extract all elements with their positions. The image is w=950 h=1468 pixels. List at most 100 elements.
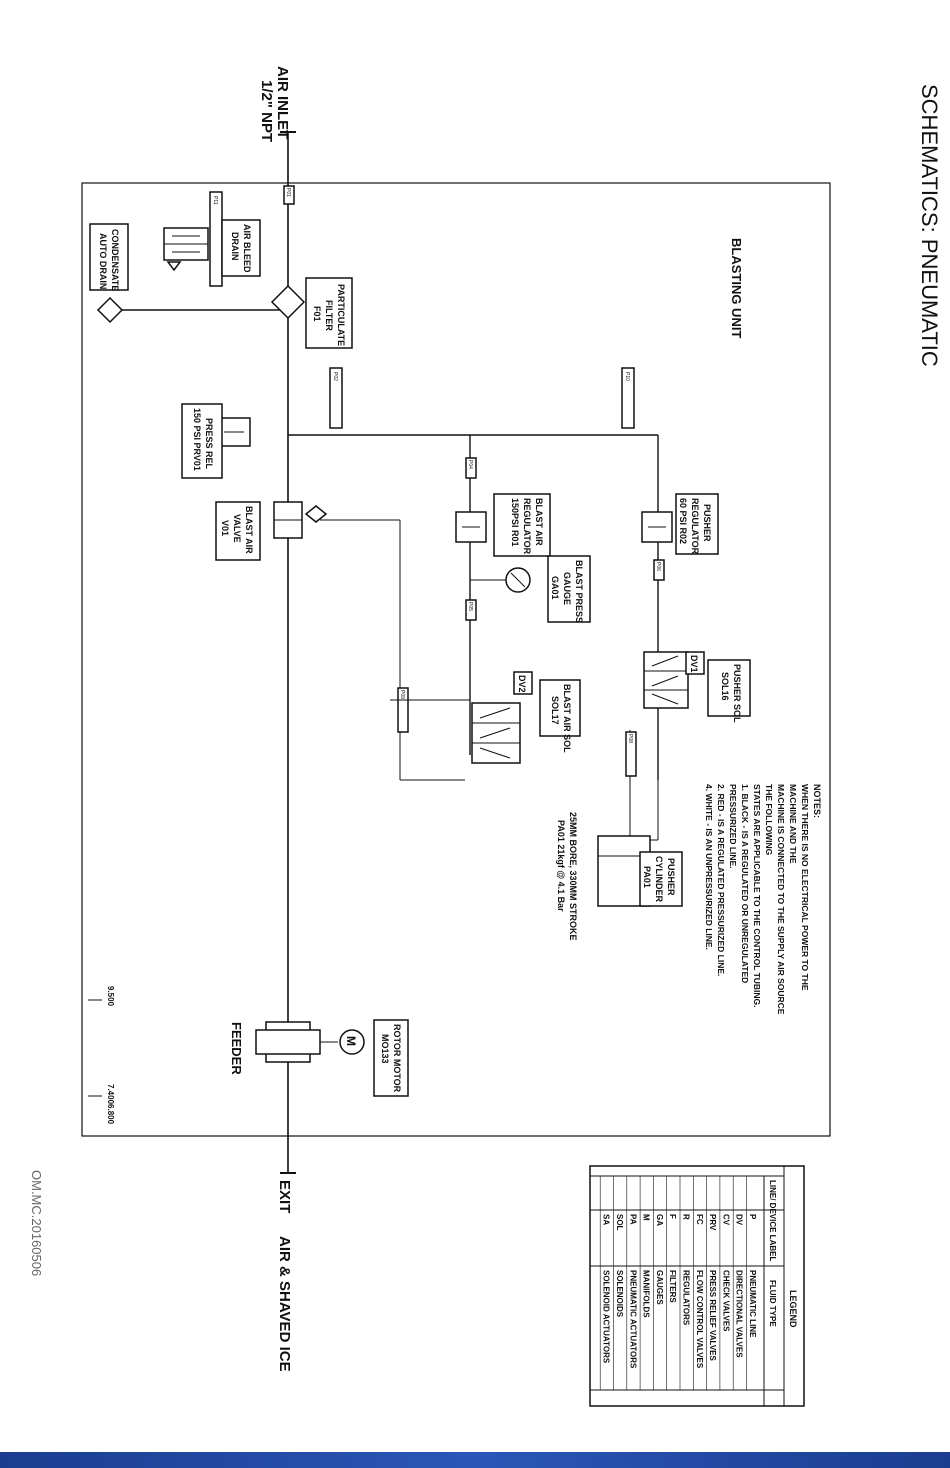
line-code-p08 [625, 731, 637, 777]
particulate-filter-symbol [270, 284, 306, 320]
footer-bar [0, 1452, 950, 1468]
note-line-2: MACHINE AND THE [788, 784, 798, 864]
cylinder-label-2: CYLINDER [654, 856, 664, 903]
pusher-sol-label-1: PUSHER SOL [732, 664, 742, 723]
filter-label-2: FILTER [324, 300, 334, 331]
line-code-p10 [621, 367, 635, 429]
cylinder-label-3: PA01 [642, 866, 652, 888]
note-line-7: PRESSURIZED LINE. [728, 784, 738, 869]
legend-row-desc: PNEUMATIC ACTUATORS [628, 1270, 637, 1369]
dv2-box [513, 671, 533, 695]
blast-reg-label-2: REGULATOR [522, 498, 532, 555]
pusher-cylinder-box [639, 851, 683, 907]
legend-row-code: M [642, 1214, 651, 1221]
condensate-drain-symbol [96, 296, 124, 324]
note-line-1: WHEN THERE IS NO ELECTRICAL POWER TO THE [800, 784, 810, 991]
gauge-label-3: GA01 [550, 576, 560, 600]
bleed-valve-arrows [172, 235, 200, 253]
press-rel-label-1: PRESS REL [204, 418, 214, 470]
blast-air-sol-box [539, 679, 581, 737]
line-code-p01-text: P01 [285, 188, 291, 197]
line-code-p10-text: P10 [624, 372, 630, 381]
dv1-label: DV1 [689, 655, 699, 673]
legend-row-desc: FILTERS [668, 1270, 677, 1303]
legend-row-desc: PNEUMATIC LINE [748, 1270, 757, 1338]
gauge-label-1: BLAST PRESS [574, 560, 584, 623]
line-code-p08-text: P08 [627, 734, 633, 743]
pusher-reg-label-2: REGULATOR [690, 498, 700, 555]
legend-row-desc: SOLENOIDS [615, 1270, 624, 1318]
particulate-filter-box [305, 277, 353, 349]
filter-label-1: PARTICULATE [336, 284, 346, 346]
line-code-p05 [465, 599, 477, 621]
line-code-p06-text: P06 [655, 562, 661, 571]
note-line-4: THE FOLLOWING [764, 784, 774, 856]
blast-air-regulator-box [493, 493, 551, 557]
line-code-p09 [397, 687, 409, 733]
pusher-sol-label-2: SOL16 [720, 672, 730, 701]
note-line-6: 1. BLACK - IS A REGULATED OR UNREGULATED [740, 784, 750, 983]
legend-title: LEGEND [788, 1290, 798, 1328]
legend-row-desc: REGULATORS [682, 1270, 691, 1326]
line-code-p04 [465, 457, 477, 479]
blasting-unit-title: BLASTING UNIT [729, 238, 744, 338]
pusher-regulator-box [675, 493, 719, 555]
legend-row-code: GA [655, 1214, 664, 1226]
blasting-unit-frame [81, 182, 831, 1137]
legend-row-code: PRV [708, 1214, 717, 1231]
rotor-motor-symbol [339, 1029, 365, 1055]
blast-valve-label-1: BLAST AIR [244, 506, 254, 554]
legend-row-desc: GAUGES [655, 1270, 664, 1305]
dv2-label: DV2 [517, 675, 527, 693]
legend-row-code: DV [735, 1214, 744, 1226]
drain-label: DRAIN [230, 232, 240, 261]
legend-row-code: F [668, 1214, 677, 1219]
line-code-p09-text: P09 [399, 690, 405, 699]
legend-row-code: SOL [615, 1214, 624, 1231]
note-line-5: STATES ARE APPLICABLE TO THE CONTROL TUB… [752, 784, 762, 1008]
legend-row-code: PA [628, 1214, 637, 1225]
cylinder-spec-1: 25MM BORE, 330MM STROKE [568, 812, 578, 941]
rotor-motor-box [373, 1019, 409, 1097]
legend-row-desc: DIRECTIONAL VALVES [735, 1270, 744, 1358]
note-line-9: 4. WHITE - IS AN UNPRESSURIZED LINE. [704, 784, 714, 950]
blast-sol-label-2: SOL17 [550, 696, 560, 725]
gauge-needle [510, 572, 526, 588]
legend-row-code: P [748, 1214, 757, 1220]
air-inlet-label: AIR INLET [274, 66, 291, 139]
exit-label: EXIT [276, 1180, 293, 1213]
legend-row-code: CV [721, 1214, 730, 1226]
drain-line-code-text: P11 [212, 196, 218, 205]
line-code-p01 [283, 185, 295, 205]
cylinder-label-1: PUSHER [666, 858, 676, 896]
line-code-p04-text: P04 [467, 460, 473, 469]
blast-valve-pilot [304, 505, 328, 523]
air-bleed-label: AIR BLEED [242, 224, 252, 273]
note-line-8: 2. RED - IS A REGULATED PRESSURIZED LINE… [716, 784, 726, 976]
legend-col2-header: FLUID TYPE [768, 1280, 777, 1327]
press-rel-label-2: 150 PSI PRV01 [192, 408, 202, 471]
legend-row-code: FC [695, 1214, 704, 1225]
pusher-sol-arrows [651, 655, 679, 705]
blast-valve-label-3: V01 [220, 520, 230, 536]
feeder-label: FEEDER [229, 1022, 244, 1075]
line-code-p02 [329, 367, 343, 429]
motor-m-label: M [344, 1036, 358, 1046]
pusher-reg-label-3: 60 PSI R02 [678, 498, 688, 544]
condensate-auto-drain-box [89, 223, 129, 291]
legend-row-code: R [682, 1214, 691, 1220]
blast-reg-label-3: 150PSI R01 [510, 498, 520, 547]
legend-row-code: SA [602, 1214, 611, 1225]
blast-air-valve-box [215, 501, 261, 561]
line-code-p05-text: P05 [467, 602, 473, 611]
page-title: SCHEMATICS: PNEUMATIC [917, 84, 942, 367]
feeder-flange [255, 1029, 321, 1055]
note-line-3: MACHINE IS CONNECTED TO THE SUPPLY AIR S… [776, 784, 786, 1015]
drain-line-code [209, 191, 223, 287]
blast-press-gauge-box [547, 555, 591, 623]
air-shaved-ice-label: AIR & SHAVED ICE [276, 1236, 293, 1372]
